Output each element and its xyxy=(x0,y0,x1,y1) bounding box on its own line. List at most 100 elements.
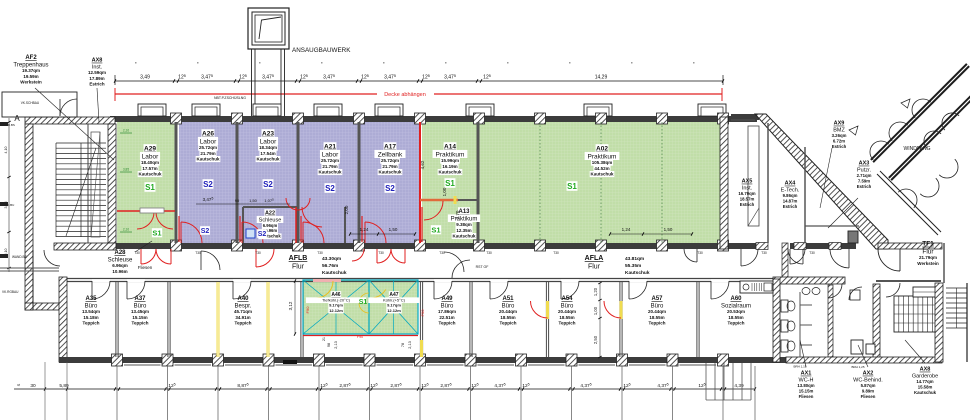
svg-text:2,13: 2,13 xyxy=(334,341,338,348)
svg-text:Kautschuk: Kautschuk xyxy=(318,170,342,175)
svg-text:3,475: 3,475 xyxy=(262,74,274,81)
svg-text:21: 21 xyxy=(322,337,326,341)
svg-text:S2: S2 xyxy=(258,231,267,238)
svg-text:5.87qm: 5.87qm xyxy=(861,383,876,388)
svg-text:125: 125 xyxy=(522,383,529,390)
svg-text:4,375: 4,375 xyxy=(494,383,505,390)
svg-text:4,375: 4,375 xyxy=(580,383,591,390)
svg-text:AX9: AX9 xyxy=(834,121,845,127)
svg-text:90: 90 xyxy=(235,198,240,203)
svg-text:AX2: AX2 xyxy=(863,371,874,377)
svg-text:Praktikum: Praktikum xyxy=(451,216,478,222)
svg-text:125: 125 xyxy=(421,383,428,390)
svg-text:Decke abhängen: Decke abhängen xyxy=(384,92,426,98)
svg-text:AFLA: AFLA xyxy=(585,255,604,262)
svg-text:1,50: 1,50 xyxy=(389,227,398,232)
svg-text:2,875: 2,875 xyxy=(390,383,401,390)
svg-text:S1: S1 xyxy=(359,299,368,306)
svg-text:Teppich: Teppich xyxy=(235,321,252,326)
svg-text:6.96qm: 6.96qm xyxy=(112,263,128,268)
svg-text:Treppenhaus: Treppenhaus xyxy=(13,62,48,68)
svg-text:1,00: 1,00 xyxy=(442,187,447,196)
svg-text:17.57m: 17.57m xyxy=(142,166,157,171)
svg-text:Kautschuk: Kautschuk xyxy=(438,170,462,175)
svg-text:15.15m: 15.15m xyxy=(799,388,814,393)
svg-text:A26: A26 xyxy=(202,131,214,138)
svg-text:3,475: 3,475 xyxy=(444,74,456,81)
svg-text:Schleuse: Schleuse xyxy=(108,257,133,263)
svg-text:105.38qm: 105.38qm xyxy=(592,160,613,165)
svg-text:BMZ: BMZ xyxy=(833,127,845,133)
svg-text:RST OF: RST OF xyxy=(476,265,489,269)
svg-text:S: S xyxy=(16,383,21,386)
svg-text:Teppich: Teppich xyxy=(132,321,149,326)
svg-text:Estrich: Estrich xyxy=(857,184,872,189)
svg-text:25.72qm: 25.72qm xyxy=(381,158,399,163)
svg-text:13.45qm: 13.45qm xyxy=(131,309,149,314)
svg-text:125: 125 xyxy=(370,383,377,390)
svg-text:10.96m: 10.96m xyxy=(263,228,277,233)
svg-text:1,24: 1,24 xyxy=(360,227,369,232)
svg-text:25.72qm: 25.72qm xyxy=(199,145,217,150)
svg-text:21.79m: 21.79m xyxy=(322,164,337,169)
svg-text:22.51m: 22.51m xyxy=(439,315,454,320)
svg-text:E-Tech.: E-Tech. xyxy=(781,187,800,193)
svg-text:A21: A21 xyxy=(324,144,336,151)
svg-text:125: 125 xyxy=(361,74,369,81)
svg-text:125: 125 xyxy=(698,383,705,390)
svg-text:Büro: Büro xyxy=(441,303,454,309)
svg-text:S1: S1 xyxy=(152,229,161,238)
svg-text:S2: S2 xyxy=(385,184,395,193)
svg-text:A17: A17 xyxy=(384,144,396,151)
svg-text:Labor: Labor xyxy=(322,151,339,158)
svg-text:98: 98 xyxy=(327,343,331,347)
svg-text:19.59m: 19.59m xyxy=(23,74,38,79)
svg-text:T30: T30 xyxy=(809,251,815,255)
svg-text:AX1: AX1 xyxy=(801,371,812,377)
svg-text:125: 125 xyxy=(168,383,175,390)
svg-text:25.72qm: 25.72qm xyxy=(321,158,339,163)
svg-text:2,10: 2,10 xyxy=(4,249,8,256)
svg-text:5,89: 5,89 xyxy=(59,383,69,389)
svg-text:S2: S2 xyxy=(263,180,273,189)
svg-text:T30: T30 xyxy=(697,251,703,255)
svg-text:Teppich: Teppich xyxy=(559,321,576,326)
svg-text:T30: T30 xyxy=(378,251,384,255)
svg-text:Fliesen: Fliesen xyxy=(138,265,153,270)
svg-text:Büro: Büro xyxy=(561,303,574,309)
svg-text:A23: A23 xyxy=(262,131,274,138)
svg-text:Kühlr.(+5°C): Kühlr.(+5°C) xyxy=(383,297,406,302)
svg-text:16.19m: 16.19m xyxy=(442,164,457,169)
svg-text:78: 78 xyxy=(401,343,405,347)
svg-text:4,375: 4,375 xyxy=(657,383,668,390)
svg-text:Teppich: Teppich xyxy=(649,321,666,326)
svg-text:4,39: 4,39 xyxy=(734,383,744,389)
svg-text:12.35m: 12.35m xyxy=(456,228,471,233)
svg-text:T30: T30 xyxy=(134,251,140,255)
svg-text:1,24: 1,24 xyxy=(622,227,631,232)
svg-text:ANSAUGBAUWERK: ANSAUGBAUWERK xyxy=(292,47,351,54)
svg-text:125: 125 xyxy=(471,383,478,390)
svg-text:A40: A40 xyxy=(237,296,249,302)
svg-text:F90: F90 xyxy=(357,335,363,339)
svg-text:Büro: Büro xyxy=(502,303,515,309)
svg-text:9.17qm: 9.17qm xyxy=(329,303,343,308)
svg-text:2,10: 2,10 xyxy=(123,228,129,232)
svg-text:AX8: AX8 xyxy=(920,367,931,373)
svg-text:A37: A37 xyxy=(134,296,146,302)
svg-text:Praktikum: Praktikum xyxy=(588,153,617,160)
svg-text:A28: A28 xyxy=(114,250,126,256)
svg-text:3,475: 3,475 xyxy=(384,74,396,81)
svg-text:Büro: Büro xyxy=(85,303,98,309)
svg-text:125: 125 xyxy=(422,74,430,81)
svg-text:17.54m: 17.54m xyxy=(260,151,275,156)
svg-text:15.15m: 15.15m xyxy=(132,315,147,320)
svg-text:Estrich: Estrich xyxy=(832,144,847,149)
svg-text:A02: A02 xyxy=(596,146,608,153)
svg-text:Flur: Flur xyxy=(922,248,934,255)
svg-text:A47: A47 xyxy=(389,292,398,298)
svg-text:9.38qm: 9.38qm xyxy=(456,222,472,227)
svg-text:2,875: 2,875 xyxy=(339,383,350,390)
svg-text:A57: A57 xyxy=(651,296,663,302)
svg-text:14.87m: 14.87m xyxy=(783,198,798,203)
